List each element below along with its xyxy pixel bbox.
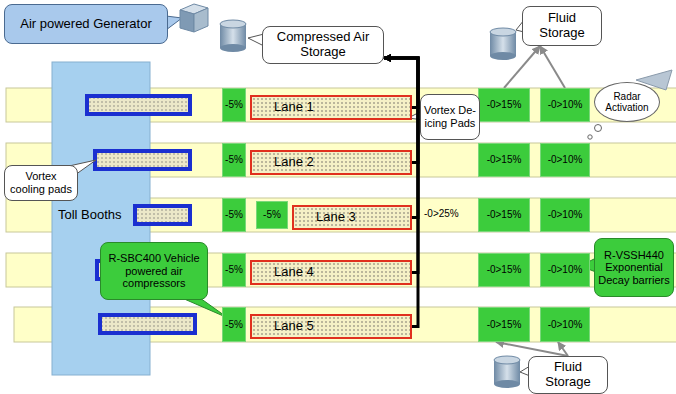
node-text: -0>15% xyxy=(487,154,522,166)
note-callout: Vortex cooling pads xyxy=(4,165,78,201)
callout-tails xyxy=(60,16,602,376)
generator-icon xyxy=(180,4,208,32)
node-text: Toll Booths xyxy=(58,208,122,223)
node-text: -5% xyxy=(225,264,243,276)
node-text: Air powered Generator xyxy=(20,17,152,32)
product-callout: R-VSSH440 Exponential Decay barriers xyxy=(594,238,674,297)
node-text: R-SBC400 Vehicle powered air compressors xyxy=(104,252,204,290)
node-text: -0>15% xyxy=(487,209,522,221)
air-line xyxy=(384,58,418,218)
storage-callout: Compressed Air Storage xyxy=(262,26,384,64)
storage-callout: Fluid Storage xyxy=(528,356,608,394)
node-text: R-VSSH440 Exponential Decay barriers xyxy=(598,249,670,287)
node-text: Lane 2 xyxy=(274,155,314,170)
lane-box: Lane 4 xyxy=(250,260,412,285)
node-text: -0>10% xyxy=(548,154,583,166)
percent-cell: -5% xyxy=(222,253,246,287)
percent-cell: -0>10% xyxy=(540,307,590,342)
lane-box: Lane 2 xyxy=(250,150,412,175)
percent-cell: -0>15% xyxy=(478,143,530,177)
node-text: -5% xyxy=(225,209,243,221)
node-text: -0>10% xyxy=(548,264,583,276)
percent-cell: -5% xyxy=(222,307,246,342)
lane-box: Lane 5 xyxy=(250,314,412,339)
node-text: -0>15% xyxy=(487,264,522,276)
node-text: -5% xyxy=(225,99,243,111)
percent-cell: -5% xyxy=(222,88,246,122)
node-text: Radar Activation xyxy=(598,91,656,114)
percent-cell: -0>15% xyxy=(478,307,530,342)
lane-box: Lane 3 xyxy=(292,205,412,230)
node-text: Lane 1 xyxy=(274,100,314,115)
node-text: -0>10% xyxy=(548,99,583,111)
note-callout: Vortex De-icing Pads xyxy=(420,94,480,140)
storage-cylinder xyxy=(494,356,520,388)
percent-cell: -0>10% xyxy=(540,143,590,177)
node-text: -0>10% xyxy=(548,319,583,331)
percent-cell: -0>15% xyxy=(478,198,530,232)
node-text: Lane 3 xyxy=(316,210,356,225)
fluid-arrow xyxy=(504,46,540,88)
node-text: Vortex cooling pads xyxy=(8,170,74,195)
storage-cylinder xyxy=(490,28,516,60)
percent-cell: -0>10% xyxy=(540,253,590,287)
percent-label: -0>25% xyxy=(424,208,459,219)
percent-cell: -5% xyxy=(222,143,246,177)
node-text: Compressed Air Storage xyxy=(266,30,380,60)
node-text: Fluid Storage xyxy=(526,11,598,41)
percent-cell: -0>10% xyxy=(540,198,590,232)
percent-cell: -0>10% xyxy=(540,88,590,122)
toll-booth-area: Toll Booths xyxy=(52,62,150,375)
node-text: Lane 4 xyxy=(274,265,314,280)
node-text: Fluid Storage xyxy=(532,360,604,390)
node-text: -0>15% xyxy=(487,99,522,111)
node-text: Lane 5 xyxy=(274,319,314,334)
storage-callout: Fluid Storage xyxy=(522,6,602,46)
percent-cell: -5% xyxy=(222,198,246,232)
activation-cloud: Radar Activation xyxy=(594,82,660,122)
percent-cell: -0>15% xyxy=(478,88,530,122)
node-text: -0>15% xyxy=(487,319,522,331)
node-text: -0>10% xyxy=(548,209,583,221)
lane-box: Lane 1 xyxy=(250,95,412,120)
fluid-arrow xyxy=(540,46,565,88)
generator-callout: Air powered Generator xyxy=(4,4,168,44)
fluid-arrow xyxy=(496,342,568,356)
product-callout: R-SBC400 Vehicle powered air compressors xyxy=(100,242,208,300)
percent-cell: -5% xyxy=(256,201,288,229)
node-text: -5% xyxy=(225,154,243,166)
node-text: -5% xyxy=(225,319,243,331)
fluid-arrow xyxy=(558,342,568,356)
storage-cylinder xyxy=(220,20,246,52)
percent-cell: -0>15% xyxy=(478,253,530,287)
node-text: -5% xyxy=(263,209,281,221)
node-text: Vortex De-icing Pads xyxy=(424,104,476,129)
